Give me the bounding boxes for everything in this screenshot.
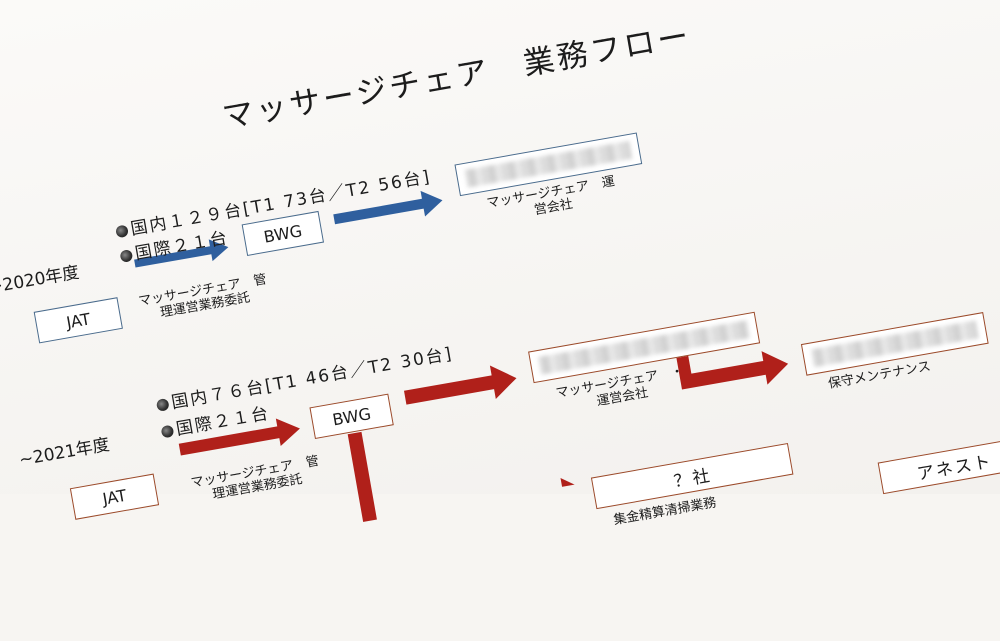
bullet-icon [119, 249, 134, 263]
arrow-bwg-to-operator-2020 [333, 190, 443, 225]
document-page: マッサージチェア 業務フロー ~2020年度 国内１２９台[T1 73台／T2 … [0, 0, 1000, 537]
arrow-operator-to-maintenance [671, 329, 789, 390]
arrow-bwg-to-operator-2021 [403, 365, 517, 405]
bullet-icon [160, 424, 175, 439]
bullet-icon [115, 224, 129, 239]
bullet-icon [155, 397, 170, 412]
honest-box: アネスト [877, 436, 1000, 495]
arrow-jat-to-bwg-2020 [134, 239, 229, 268]
arrow-jat-to-bwg-2021 [178, 418, 300, 456]
tilted-content: マッサージチェア 業務フロー ~2020年度 国内１２９台[T1 73台／T2 … [0, 18, 1000, 537]
